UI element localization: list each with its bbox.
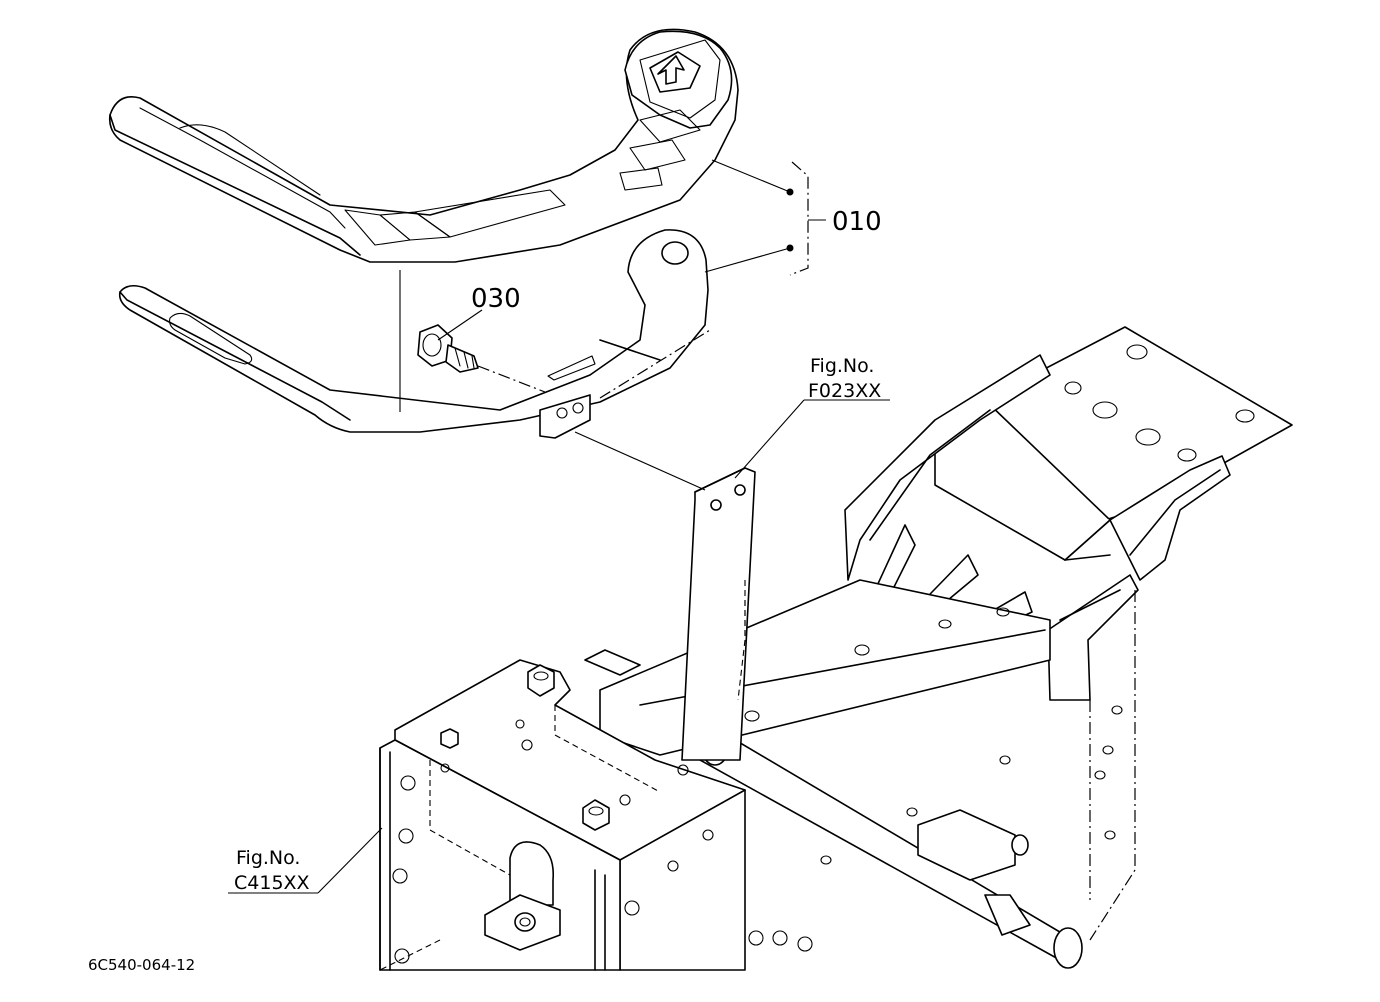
bolt-030 <box>417 324 479 373</box>
chassis-frame <box>379 326 1293 971</box>
fig-ref-c415xx: Fig.No. C415XX <box>228 827 383 894</box>
pedal-base-plate <box>118 229 709 439</box>
pedal-arm <box>681 467 756 761</box>
part-number-010: 010 <box>832 207 882 237</box>
fig-ref-f023xx: Fig.No. F023XX <box>734 355 890 479</box>
assembly-lines <box>399 270 746 635</box>
fig-ref-c415xx-title: Fig.No. <box>236 847 300 869</box>
up-arrow-icon <box>649 51 701 93</box>
fig-ref-f023xx-title: Fig.No. <box>810 355 874 377</box>
callout-010: 010 <box>704 159 882 276</box>
part-number-030: 030 <box>471 284 521 314</box>
pedal-cover <box>108 28 739 263</box>
fig-ref-c415xx-code: C415XX <box>234 872 310 894</box>
drawing-code: 6C540-064-12 <box>88 956 195 974</box>
callout-030: 030 <box>437 284 521 341</box>
fig-ref-f023xx-code: F023XX <box>808 380 881 402</box>
